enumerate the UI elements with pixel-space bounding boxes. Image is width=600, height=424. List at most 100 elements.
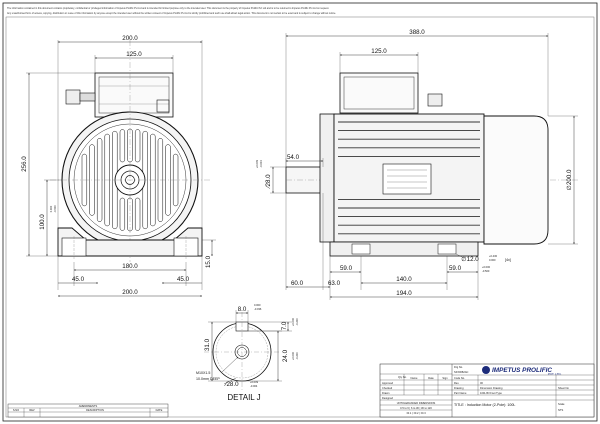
dim-side-right-tol-lower: -0.500 bbox=[482, 269, 490, 273]
dim-front-foot-holes: 180.0 bbox=[122, 263, 138, 270]
checked-label: Checked bbox=[382, 386, 393, 390]
dim-shaft-tol-upper: 0.000 bbox=[49, 205, 53, 212]
name-col: Name bbox=[411, 376, 418, 380]
brand-sub: PVT. LTD. bbox=[548, 372, 562, 376]
drg-no-label: Drg No. bbox=[454, 365, 463, 369]
dim-side-59: 59.0 bbox=[340, 265, 353, 272]
amend-desc-col: DESCRIPTION bbox=[86, 408, 104, 412]
front-feet bbox=[57, 227, 203, 257]
fan-slot bbox=[119, 129, 126, 163]
dim-front-foot-thickness: 15.0 bbox=[205, 255, 212, 268]
dim-front-height: 256.0 bbox=[21, 156, 28, 172]
part-value: 100L B3 Foot Type bbox=[480, 391, 502, 395]
part-label: Part Name bbox=[454, 391, 467, 395]
detail-keyway-depth-tol-upper: +0.000 bbox=[291, 317, 295, 326]
front-terminal-box bbox=[94, 72, 174, 118]
detail-shaft-dia-tol-upper: +0.009 bbox=[250, 380, 259, 384]
tolerance-row-2: ±0.1 | ±0.2 | ±0.3 bbox=[406, 411, 426, 415]
notice-line-2: Any unauthorised form of access, copying… bbox=[7, 12, 336, 15]
dim-front-width-top: 200.0 bbox=[122, 35, 138, 42]
detail-keyway-tol-upper: 0.000 bbox=[254, 303, 261, 307]
detail-dim-24: 24.0 bbox=[282, 349, 289, 362]
drg-no: SFX0082AC bbox=[454, 370, 469, 374]
amend-rev-col: REV bbox=[29, 408, 35, 412]
dim-front-foot-right: 45.0 bbox=[177, 276, 190, 283]
dim-front-terminal-box: 125.0 bbox=[126, 51, 142, 58]
drawing-label: Drawing bbox=[454, 386, 464, 390]
detail-dim-24-tol-upper: +0.000 bbox=[291, 351, 295, 360]
dim-side-shaft-dia-tol-upper: +0.009 bbox=[255, 159, 259, 168]
brand-name: IMPETUS PROLIFIC bbox=[492, 367, 552, 374]
dim-shaft-tol-lower: -0.500 bbox=[53, 205, 57, 213]
dim-side-shaft-dia: ∕28.0 bbox=[265, 174, 272, 190]
drawing-title: TITLE : Induction Motor (2-Pole): 100L bbox=[454, 403, 515, 407]
scale-value: NTS bbox=[558, 408, 563, 412]
dim-side-hole-dia: ∅12.0 bbox=[461, 256, 479, 263]
detail-shaft-height: 31.0 bbox=[204, 338, 211, 351]
detail-dim-24-tol-lower: -0.200 bbox=[295, 352, 299, 360]
dim-front-width-bottom: 200.0 bbox=[122, 289, 138, 296]
detail-thread-label: M10X1.5 bbox=[196, 371, 210, 375]
dim-side-body-dia: ∅200.0 bbox=[566, 169, 573, 190]
dim-front-shaft-height: 100.0 bbox=[39, 214, 46, 230]
dim-front-foot-left: 45.0 bbox=[72, 276, 85, 283]
detail-shaft-dia: ∕28.0 bbox=[223, 381, 239, 388]
tolerance-row-1: 0.5 to 6 | 6 to 30 | 30 to 120 bbox=[400, 406, 432, 410]
amendments-table: AMENDMENTS S.NO REV DESCRIPTION DATE bbox=[7, 403, 169, 418]
side-terminal-box bbox=[339, 72, 419, 114]
dim-side-194: 194.0 bbox=[396, 290, 412, 297]
fan-slot bbox=[134, 197, 141, 231]
cable-gland bbox=[65, 89, 81, 105]
side-cooling-fins bbox=[338, 121, 480, 235]
notice-line-1: The information contained in this docume… bbox=[7, 7, 329, 10]
amendments-title: AMENDMENTS bbox=[79, 404, 98, 408]
detail-keyway-tol-lower: -0.036 bbox=[254, 307, 262, 311]
dim-side-shaft-dia-tol-lower: -0.004 bbox=[259, 160, 263, 168]
detail-shaft-dia-tol-lower: -0.004 bbox=[250, 384, 258, 388]
side-view: 388.0 125.0 54.0 ∕28.0 +0.009 -0.004 ∅20… bbox=[255, 29, 580, 300]
detail-keyway-width: 8.0 bbox=[238, 306, 247, 313]
fan-slot bbox=[119, 197, 126, 231]
date-col: Date bbox=[428, 376, 434, 380]
name-plate bbox=[382, 163, 432, 195]
approved-label: Approved bbox=[382, 381, 394, 385]
dim-side-140: 140.0 bbox=[396, 276, 412, 283]
fan-slot bbox=[134, 129, 141, 163]
sheet-label: Sheet No bbox=[558, 386, 569, 390]
tolerance-header: UNTOLERANCED DIMENSIONS bbox=[397, 401, 436, 405]
inner-border bbox=[5, 16, 595, 418]
rev-value: 00 bbox=[480, 381, 483, 385]
front-view: 200.0 125.0 256.0 100.0 0.000 -0.500 180… bbox=[21, 35, 216, 297]
dim-side-hole-count: [4x] bbox=[505, 258, 511, 262]
detail-title: DETAIL J bbox=[227, 393, 260, 402]
detail-keyway-depth-tol-lower: -0.200 bbox=[295, 318, 299, 326]
detail-thread-depth: 10.0mm DEEP bbox=[196, 377, 220, 381]
dim-side-right-59: 59.0 bbox=[449, 265, 462, 272]
dim-side-length: 388.0 bbox=[409, 29, 425, 36]
amend-sno-col: S.NO bbox=[13, 408, 19, 412]
company-label: Code No. bbox=[454, 376, 465, 380]
fan-cover bbox=[483, 115, 549, 245]
brand-logo-icon bbox=[482, 366, 490, 374]
sign-col: Sign bbox=[442, 376, 448, 380]
dim-side-hole-tol-lower: 0.000 bbox=[489, 258, 496, 262]
dim-side-terminal-box: 125.0 bbox=[371, 48, 387, 55]
rev-label: Rev. bbox=[454, 381, 459, 385]
scale-label: Scale bbox=[558, 402, 565, 406]
qty-label: Qty No. bbox=[398, 375, 407, 379]
amend-date-col: DATE bbox=[156, 408, 163, 412]
drawn-label: Drawn bbox=[382, 391, 390, 395]
detail-j: 8.0 0.000 -0.036 7.0 +0.000 -0.200 31.0 … bbox=[196, 303, 299, 402]
dim-side-right-tol-upper: +0.000 bbox=[482, 265, 491, 269]
title-block: Qty No. Name Date Sign Approved Checked … bbox=[379, 363, 595, 418]
dim-side-63: 63.0 bbox=[328, 280, 341, 287]
dim-side-shaft-length: 54.0 bbox=[287, 154, 300, 161]
dim-side-hole-tol-upper: +0.430 bbox=[489, 254, 498, 258]
drawing-value: Dimension Drawing bbox=[480, 386, 503, 390]
designed-label: Designed bbox=[382, 396, 394, 400]
detail-keyway-depth: 7.0 bbox=[281, 321, 288, 330]
dim-side-shaft-end: 60.0 bbox=[291, 280, 304, 287]
